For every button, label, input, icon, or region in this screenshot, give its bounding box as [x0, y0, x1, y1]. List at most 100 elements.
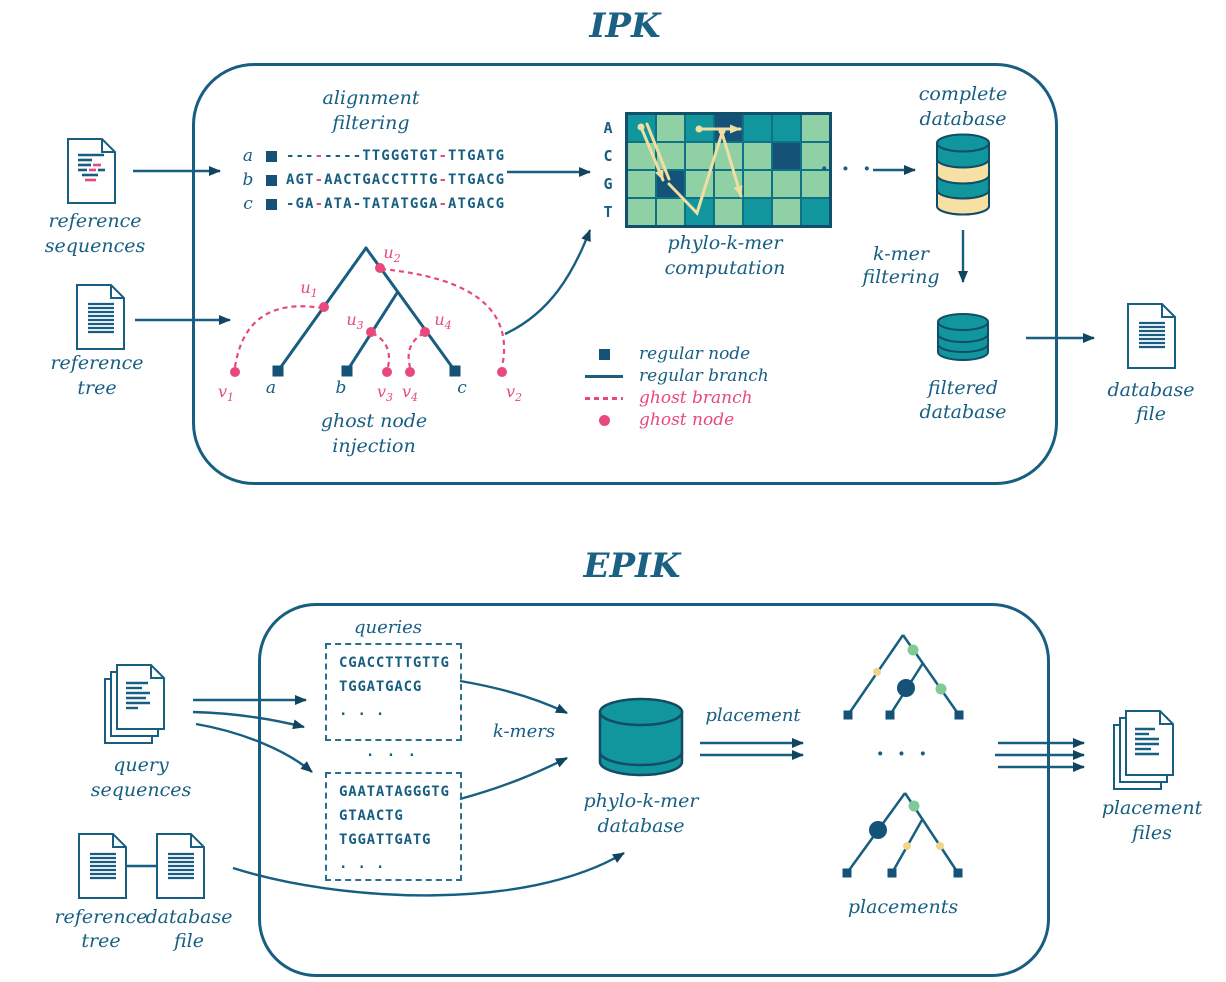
sequence-segment: -	[438, 172, 449, 188]
epik-box	[258, 603, 1050, 977]
ipk-title: IPK	[589, 6, 661, 46]
matrix-cell	[628, 171, 655, 197]
sequence-segment: TTGGGTGT	[362, 148, 439, 164]
sequence-segment: ----	[324, 148, 363, 164]
legend-ghost-branch: ghost branch	[583, 388, 769, 408]
matrix-cell	[802, 143, 829, 169]
sequence-segment: -GA	[286, 196, 315, 212]
database-file-icon	[156, 833, 206, 903]
matrix-cell	[744, 143, 771, 169]
row-letter: b	[242, 170, 254, 190]
sequence-segment: AACTGACCTTTG	[324, 172, 439, 188]
matrix-cell	[802, 199, 829, 225]
row-letter: c	[243, 194, 253, 214]
leaf-label-c: c	[457, 378, 467, 398]
regular-node-square	[266, 174, 277, 186]
regular-node-swatch	[598, 348, 610, 360]
query-box-1: CGACCTTTGTTG TGGATGACG . . .	[325, 643, 462, 741]
placement-label: placement	[705, 705, 801, 726]
sequence-segment: ATA-TATATGGA	[324, 196, 439, 212]
matrix-cell	[657, 199, 684, 225]
ghost-label-v1: v1	[217, 382, 235, 405]
matrix-row-label-C: C	[603, 147, 613, 165]
matrix-cell	[744, 171, 771, 197]
regular-branch-swatch	[585, 374, 623, 378]
phylo-kmer-matrix	[625, 112, 832, 228]
matrix-cell	[773, 115, 800, 141]
matrix-cell	[773, 171, 800, 197]
sequence-segment: ---	[286, 148, 315, 164]
placements-label: placements	[847, 896, 959, 918]
legend-ghost-node: ghost node	[583, 410, 769, 430]
database-file-icon	[1127, 303, 1177, 373]
alignment-row-b: b AGT-AACTGACCTTTG-TTGACG	[240, 169, 505, 191]
reference-tree-icon	[78, 833, 128, 903]
regular-node-square	[266, 198, 277, 210]
regular-node-square	[266, 150, 277, 162]
legend: regular node regular branch ghost branch…	[583, 344, 769, 430]
alignment-row-a: a --------TTGGGTGT-TTGATG	[240, 145, 505, 167]
matrix-cell	[715, 199, 742, 225]
ghost-label-v4: v4	[401, 382, 419, 405]
sequence-text: -GA-ATA-TATATGGA-ATGACG	[286, 196, 505, 212]
placement-files-icon	[1113, 710, 1179, 796]
sequence-segment: TTGACG	[448, 172, 506, 188]
matrix-cell	[715, 143, 742, 169]
reference-tree-icon	[76, 284, 126, 354]
matrix-cell	[773, 143, 800, 169]
alignment-row-c: c -GA-ATA-TATATGGA-ATGACG	[240, 193, 505, 215]
matrix-cell	[628, 143, 655, 169]
ghost-label-u4: u4	[434, 310, 452, 333]
matrix-cell	[657, 171, 684, 197]
matrix-cell	[744, 115, 771, 141]
leaf-label-a: a	[265, 378, 277, 398]
ipk-box	[192, 63, 1058, 485]
query-sequences-icon	[104, 664, 170, 750]
reference-sequences-icon	[67, 138, 117, 208]
matrix-row-label-T: T	[603, 203, 613, 221]
sequence-segment: -	[438, 148, 449, 164]
sequence-text: AGT-AACTGACCTTTG-TTGACG	[286, 172, 505, 188]
matrix-cell	[802, 171, 829, 197]
row-letter: a	[242, 146, 254, 166]
sequence-segment: AGT	[286, 172, 315, 188]
matrix-cell	[657, 143, 684, 169]
query-box-2: GAATATAGGGTG GTAACTG TGGATTGATG . . .	[325, 772, 462, 881]
matrix-cell	[686, 171, 713, 197]
kmers-label: k-mers	[492, 721, 556, 742]
matrix-cell	[744, 199, 771, 225]
ghost-label-u3: u3	[346, 310, 364, 333]
ghost-label-v2: v2	[505, 382, 523, 405]
sequence-segment: -	[314, 148, 325, 164]
matrix-cell	[628, 199, 655, 225]
sequence-segment: TTGATG	[448, 148, 506, 164]
matrix-cell	[715, 115, 742, 141]
matrix-cell	[657, 115, 684, 141]
ellipsis: . . .	[365, 744, 419, 760]
matrix-row-label-G: G	[603, 175, 613, 193]
epik-title: EPIK	[583, 546, 681, 586]
ghost-label-v3: v3	[376, 382, 394, 405]
sequence-segment: -	[314, 172, 325, 188]
matrix-cell	[686, 199, 713, 225]
ghost-node-swatch	[598, 414, 610, 426]
ellipsis: · · ·	[820, 156, 874, 182]
matrix-cell	[686, 143, 713, 169]
legend-regular-branch: regular branch	[583, 366, 769, 386]
matrix-cell	[686, 115, 713, 141]
ghost-label-u1: u1	[300, 278, 318, 301]
matrix-cell	[715, 171, 742, 197]
